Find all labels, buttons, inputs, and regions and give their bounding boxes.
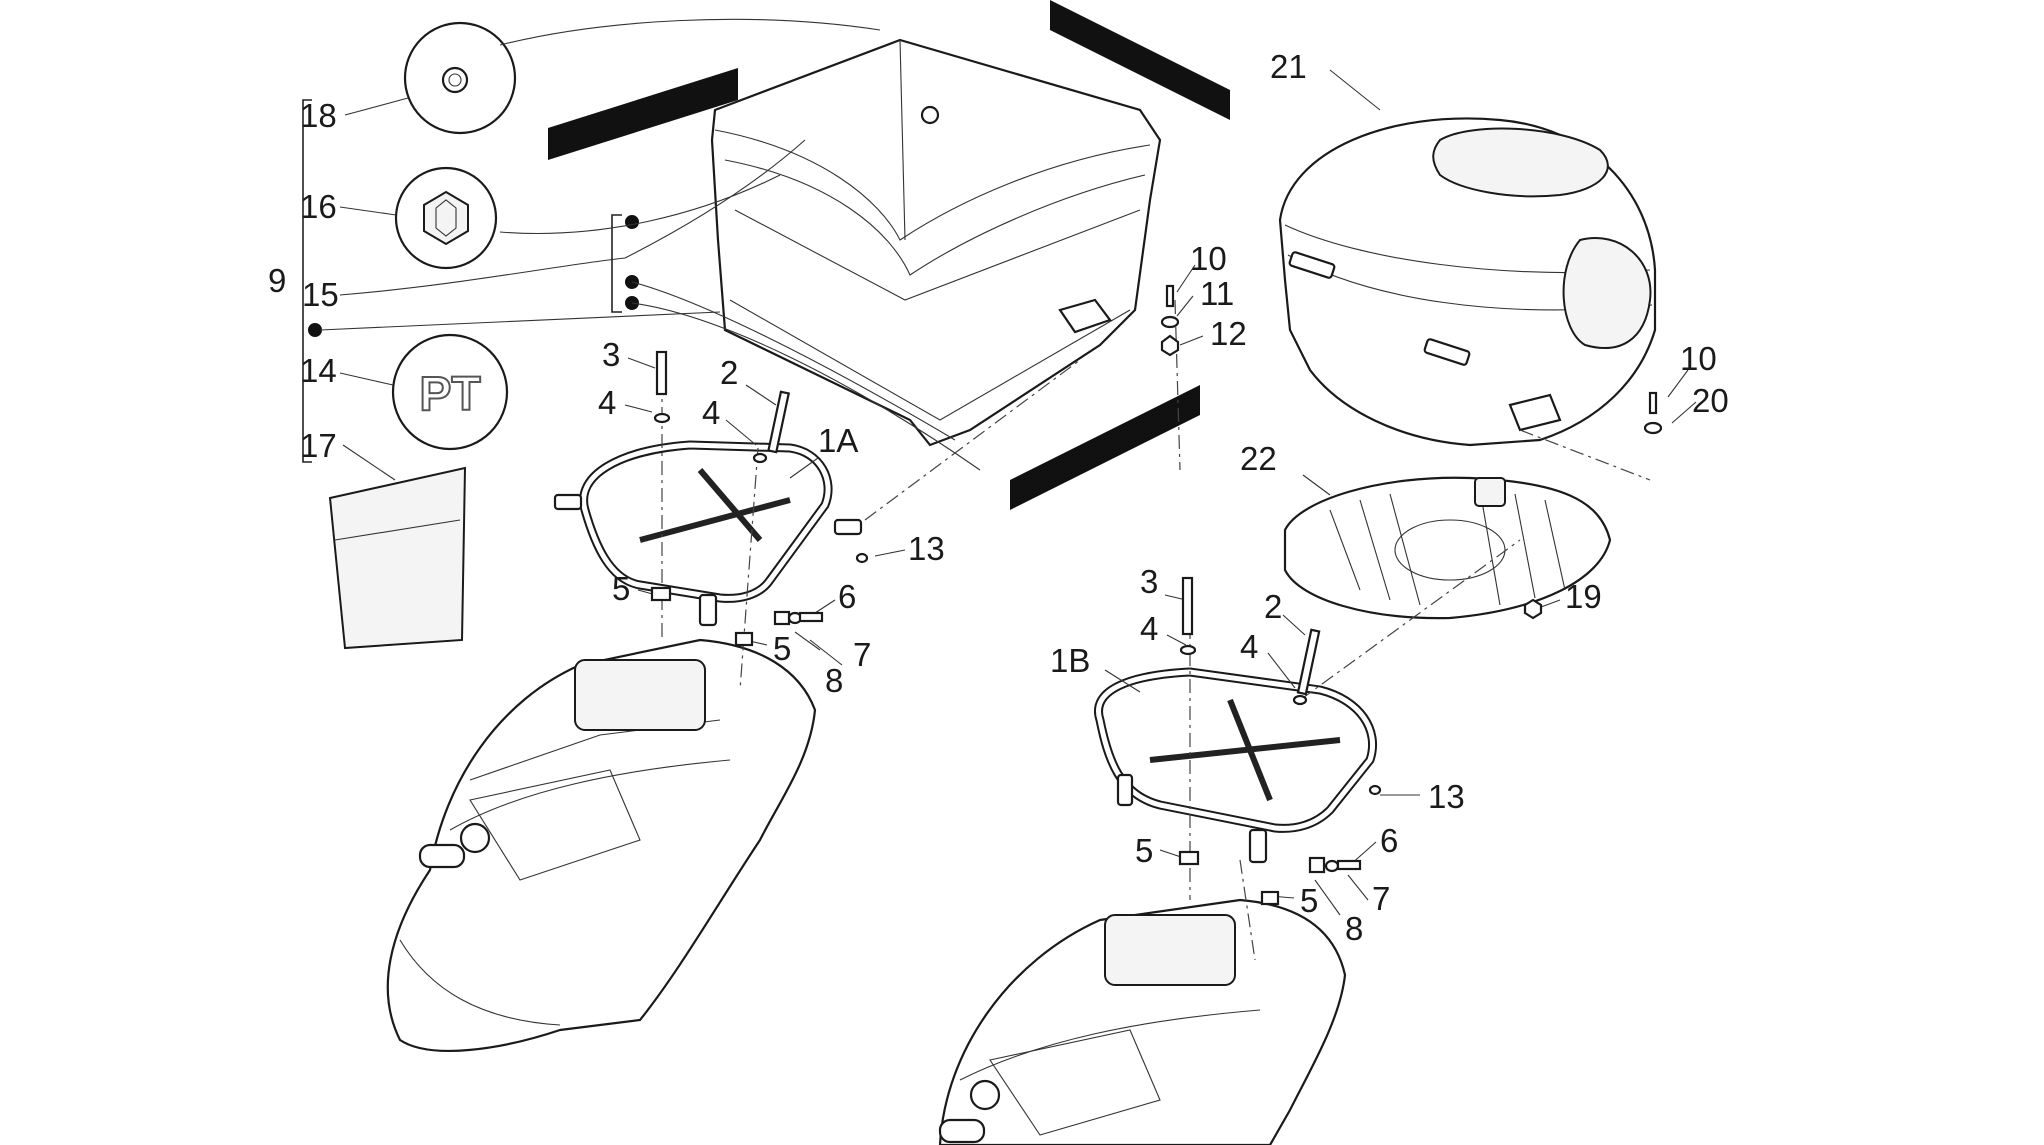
label-3-left: 3	[602, 336, 620, 373]
scooter-body-right	[938, 898, 1347, 1145]
top-case-lock-plate-right	[1508, 393, 1562, 432]
label-15: 15	[302, 276, 339, 313]
lock-cylinder-icon	[441, 66, 469, 94]
piaggio-logo-icon	[423, 190, 469, 246]
label-9: 9	[268, 262, 286, 299]
top-case-button	[920, 105, 940, 125]
bolt-2-right	[1296, 628, 1321, 696]
label-5-right-b: 5	[1300, 882, 1318, 919]
label-4-right-a: 4	[1140, 610, 1158, 647]
label-22: 22	[1240, 440, 1277, 477]
battery-box	[574, 659, 706, 731]
bolt-2-left	[767, 390, 791, 454]
switch-panel-right	[938, 1118, 986, 1144]
top-case-lock-plate	[1058, 298, 1112, 334]
label-4-right-b: 4	[1240, 628, 1258, 665]
switch-panel	[418, 843, 466, 869]
label-5-left-b: 5	[773, 630, 791, 667]
decal-strips	[548, 0, 1230, 510]
clip-nut	[650, 586, 672, 602]
label-8-right: 8	[1345, 910, 1363, 947]
label-16: 16	[300, 188, 337, 225]
label-13-right: 13	[1428, 778, 1465, 815]
label-7-right: 7	[1372, 880, 1390, 917]
label-21: 21	[1270, 48, 1307, 85]
battery-box-right	[1104, 914, 1236, 986]
label-6-left: 6	[838, 578, 856, 615]
base-plate-clip	[1474, 477, 1506, 507]
label-11: 11	[1200, 275, 1234, 312]
bolt-3-left	[655, 350, 668, 396]
clip-nut	[734, 631, 754, 647]
bullet-dot	[625, 215, 639, 229]
label-3-right: 3	[1140, 563, 1158, 600]
label-19: 19	[1565, 578, 1602, 615]
callout-details: PT	[328, 21, 517, 650]
screw-10-right	[1648, 391, 1658, 415]
label-10-right: 10	[1680, 340, 1717, 377]
nut-19	[1523, 598, 1543, 620]
bolt-3-right	[1181, 576, 1194, 636]
screw-6-right	[1336, 859, 1362, 871]
case-base-plate	[1283, 476, 1612, 620]
pt-badge-text: PT	[419, 368, 480, 421]
scooter-body-left	[386, 638, 817, 1052]
assembly-lines	[661, 299, 1651, 961]
rear-rack-1A	[553, 440, 863, 627]
label-1A: 1A	[818, 422, 858, 459]
label-2-right: 2	[1264, 588, 1282, 625]
top-case-left	[710, 38, 1162, 447]
decal-strip-bottom	[1010, 385, 1200, 510]
screw-10-left	[1165, 284, 1175, 308]
top-case-lid-pad	[1432, 127, 1609, 198]
label-14: 14	[300, 352, 337, 389]
label-5-left-a: 5	[612, 570, 630, 607]
part-labels: 18 16 9 15 14 17 21 10 11 12 10 20 22 19…	[268, 48, 1729, 947]
rear-rack-1B	[1094, 667, 1378, 864]
clip-nut	[1260, 890, 1280, 906]
label-17: 17	[300, 427, 337, 464]
label-7-left: 7	[853, 636, 871, 673]
label-6-right: 6	[1380, 822, 1398, 859]
bullet-dot	[308, 323, 322, 337]
label-4-left-b: 4	[702, 394, 720, 431]
fuel-cap	[459, 822, 491, 854]
decal-strip-top-right	[1050, 0, 1230, 120]
label-5-right-a: 5	[1135, 832, 1153, 869]
clip-nut	[1178, 850, 1200, 866]
fuel-cap-right	[969, 1079, 1001, 1111]
pt-badge-circle	[391, 333, 509, 451]
label-20: 20	[1692, 382, 1729, 419]
nut-12	[1160, 334, 1180, 357]
label-1B: 1B	[1050, 642, 1090, 679]
label-12: 12	[1210, 315, 1247, 352]
label-4-left-a: 4	[598, 384, 616, 421]
documents-bag	[328, 466, 467, 650]
top-case-right	[1278, 117, 1657, 447]
label-18: 18	[300, 97, 337, 134]
label-13-left: 13	[908, 530, 945, 567]
top-case-reflector	[1562, 237, 1652, 349]
decal-strip-top-left	[548, 68, 738, 160]
label-10-left: 10	[1190, 240, 1227, 277]
label-2-left: 2	[720, 354, 738, 391]
screw-6-left	[798, 611, 824, 623]
clip-nut	[1308, 856, 1326, 874]
leader-lines	[319, 18, 1697, 916]
clip-nut	[773, 610, 791, 626]
label-8-left: 8	[825, 662, 843, 699]
hardware	[650, 284, 1663, 906]
